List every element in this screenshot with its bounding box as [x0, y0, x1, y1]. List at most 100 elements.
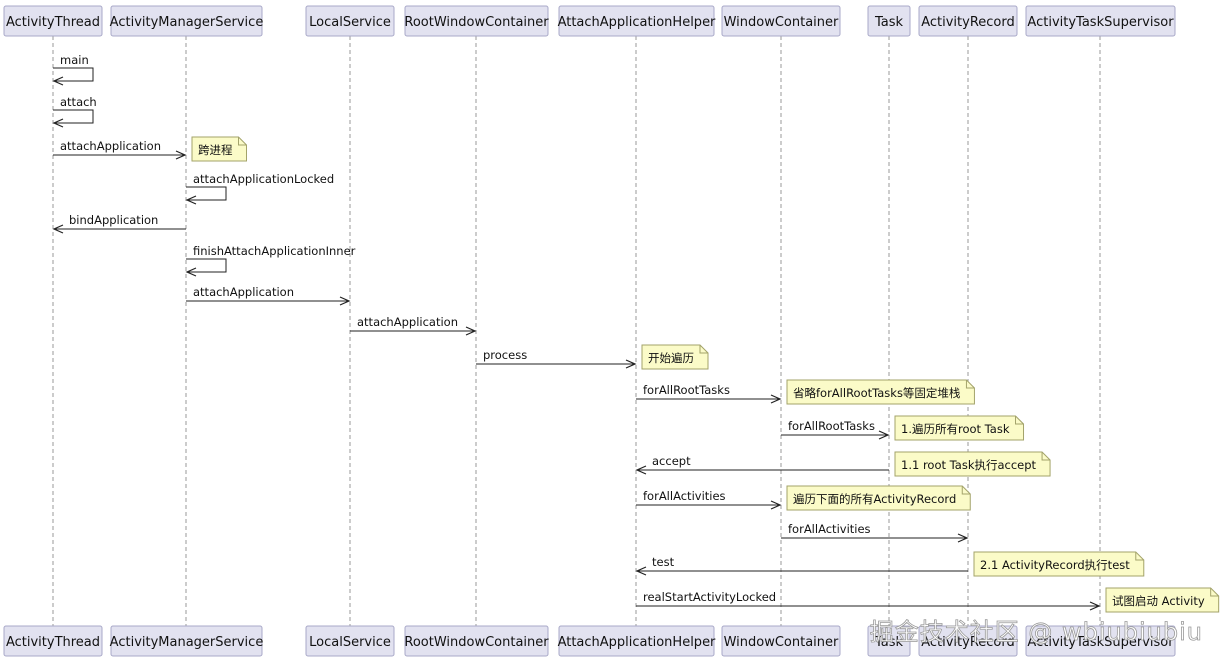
arrow-head [185, 195, 197, 205]
note-box [786, 379, 975, 405]
participant-task-bottom: Task [867, 625, 911, 657]
note-fold [965, 380, 975, 389]
self-message-line [53, 67, 94, 82]
note-fold [238, 137, 247, 146]
participant-label: ActivityTaskSupervisor [1027, 15, 1174, 30]
message-label: attachApplication [60, 139, 161, 153]
participant-label: ActivityRecord [921, 635, 1015, 650]
message-label: attachApplication [357, 315, 458, 329]
arrow-head [339, 296, 351, 306]
participant-box [404, 5, 549, 37]
note-text: 遍历下面的所有ActivityRecord [793, 492, 956, 506]
participants-top: ActivityThread ActivityManagerService Loca… [3, 5, 1176, 37]
arrow-head [185, 267, 197, 277]
participant-label: Task [874, 15, 904, 30]
note-box [786, 485, 971, 511]
participant-box [305, 5, 395, 37]
participant-box [558, 625, 715, 657]
message-label: realStartActivityLocked [643, 590, 776, 604]
arrow-head [52, 76, 64, 86]
participant-box [721, 5, 841, 37]
message-attach-application: attachApplication [186, 285, 351, 306]
participant-attach-application-helper-bottom: AttachApplicationHelper [558, 625, 716, 657]
participant-root-window-container-top: RootWindowContainer [404, 5, 549, 37]
participant-activity-manager-service-top: ActivityManagerService [110, 5, 264, 37]
participant-label: WindowContainer [724, 15, 839, 30]
participant-activity-manager-service-bottom: ActivityManagerService [110, 625, 264, 657]
participant-attach-application-helper-top: AttachApplicationHelper [558, 5, 716, 37]
watermark: 掘金技术社区 @ wbiubiubiu [870, 618, 1203, 646]
participant-label: WindowContainer [724, 635, 839, 650]
note: 试图启动 Activity [1105, 587, 1220, 613]
participant-local-service-bottom: LocalService [305, 625, 395, 657]
message-attach: attach [52, 95, 97, 128]
message-real-start-activity-locked: realStartActivityLocked [636, 590, 1101, 611]
participant-local-service-top: LocalService [305, 5, 395, 37]
note-box [894, 415, 1025, 441]
arrow-head [635, 566, 647, 576]
arrow-head [625, 359, 637, 369]
participant-box [1025, 5, 1176, 37]
note: 2.1 ActivityRecord执行test [973, 551, 1145, 577]
participant-activity-thread-top: ActivityThread [3, 5, 103, 37]
participant-window-container-top: WindowContainer [721, 5, 841, 37]
message-for-all-root-tasks: forAllRootTasks [636, 383, 782, 404]
message-finish-attach-application-inner: finishAttachApplicationInner [185, 244, 356, 277]
participant-activity-task-supervisor-top: ActivityTaskSupervisor [1025, 5, 1176, 37]
note-text: 1.遍历所有root Task [901, 422, 1010, 436]
participant-activity-record-top: ActivityRecord [918, 5, 1018, 37]
arrow-head [52, 118, 64, 128]
note-fold [1135, 552, 1144, 561]
note-fold [699, 345, 708, 354]
participant-label: AttachApplicationHelper [558, 15, 716, 30]
message-label: forAllActivities [788, 522, 871, 536]
note-box [191, 136, 247, 162]
message-label: test [652, 555, 675, 569]
participant-label: LocalService [309, 635, 391, 650]
participant-window-container-bottom: WindowContainer [721, 625, 841, 657]
message-label: forAllRootTasks [643, 383, 730, 397]
note-fold [1015, 416, 1024, 425]
lifelines [52, 36, 1101, 626]
participant-box [3, 5, 103, 37]
participant-label: AttachApplicationHelper [558, 635, 716, 650]
participant-label: ActivityTaskSupervisor [1027, 635, 1174, 650]
arrow-head [770, 394, 782, 404]
participant-label: LocalService [309, 15, 391, 30]
participant-box [918, 5, 1018, 37]
message-label: main [60, 53, 89, 67]
participant-activity-task-supervisor-bottom: ActivityTaskSupervisor [1025, 625, 1176, 657]
message-bind-application: bindApplication [52, 213, 186, 234]
message-attach-application: attachApplication [53, 139, 187, 160]
participant-box [110, 5, 263, 37]
message-test: test [635, 555, 968, 576]
message-label: accept [652, 454, 691, 468]
participant-activity-thread-bottom: ActivityThread [3, 625, 103, 657]
message-label: bindApplication [69, 213, 158, 227]
arrow-head [957, 533, 969, 543]
arrow-head [635, 465, 647, 475]
participant-box [558, 5, 715, 37]
self-message-line [53, 109, 94, 124]
participant-label: Task [874, 635, 904, 650]
message-for-all-activities: forAllActivities [781, 522, 969, 543]
note: 遍历下面的所有ActivityRecord [786, 485, 971, 511]
arrow-head [1089, 601, 1101, 611]
participant-label: ActivityRecord [921, 15, 1015, 30]
note-text: 试图启动 Activity [1112, 594, 1205, 608]
note-fold [1210, 588, 1219, 597]
self-message-line [186, 186, 227, 201]
participant-box [3, 625, 103, 657]
participant-box [110, 625, 263, 657]
note: 跨进程 [191, 136, 247, 162]
participant-label: ActivityManagerService [110, 15, 264, 30]
participant-label: ActivityManagerService [110, 635, 264, 650]
participants-bottom: ActivityThread ActivityManagerService Loca… [3, 625, 1176, 657]
arrow-head [175, 150, 187, 160]
note-fold [1041, 452, 1051, 461]
note-text: 2.1 ActivityRecord执行test [980, 558, 1130, 572]
message-label: forAllActivities [643, 489, 726, 503]
note: 省略forAllRootTasks等固定堆栈 [786, 379, 975, 405]
messages: main attach attachApplication attachApplica… [52, 53, 1101, 611]
participant-task-top: Task [867, 5, 911, 37]
